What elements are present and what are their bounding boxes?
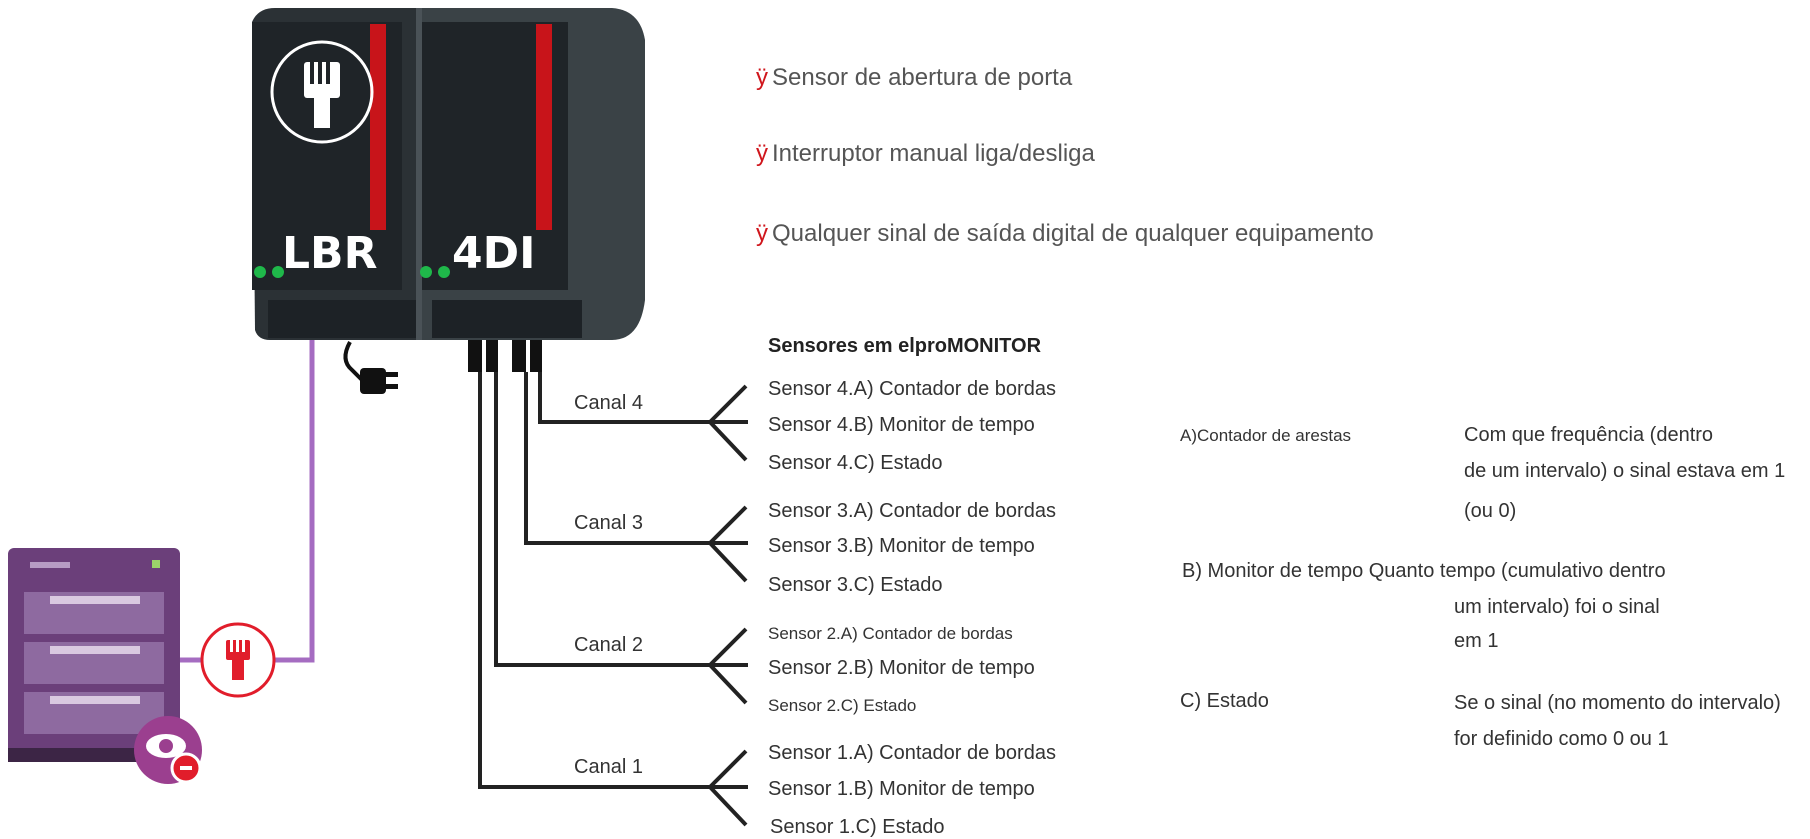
di-device xyxy=(416,8,645,340)
definition-c-desc: Se o sinal (no momento do intervalo) xyxy=(1454,692,1781,714)
bullet-marker: ÿ xyxy=(756,64,768,91)
sensor-label: Sensor 2.B) Monitor de tempo xyxy=(768,657,1035,679)
definition-b-term: B) Monitor de tempo Quanto tempo (cumula… xyxy=(1182,560,1666,582)
bullet-text: Qualquer sinal de saída digital de qualq… xyxy=(772,220,1374,247)
channel-label: Canal 1 xyxy=(574,756,643,778)
sensor-label: Sensor 4.B) Monitor de tempo xyxy=(768,414,1035,436)
channel-label: Canal 3 xyxy=(574,512,643,534)
sensor-label: Sensor 1.C) Estado xyxy=(770,816,945,838)
comb-badge-icon xyxy=(200,622,276,698)
status-leds xyxy=(254,266,450,278)
sensor-label: Sensor 3.B) Monitor de tempo xyxy=(768,535,1035,557)
network-cable xyxy=(175,340,315,663)
bullet-marker: ÿ xyxy=(756,220,768,247)
bullet-text: Sensor de abertura de porta xyxy=(772,64,1073,91)
sensor-label: Sensor 2.C) Estado xyxy=(768,696,917,715)
channel-label: Canal 4 xyxy=(574,392,643,414)
lbr-label: LBR xyxy=(282,228,378,279)
sensor-label: Sensor 3.A) Contador de bordas xyxy=(768,500,1056,522)
definition-c-desc: for definido como 0 ou 1 xyxy=(1454,728,1669,750)
channel-wires xyxy=(478,372,748,827)
plug-icon xyxy=(343,341,398,394)
definition-b-desc: em 1 xyxy=(1454,630,1499,652)
definition-a-desc: (ou 0) xyxy=(1464,500,1517,522)
io-connectors xyxy=(468,340,542,372)
sensor-label: Sensor 1.B) Monitor de tempo xyxy=(768,778,1035,800)
4di-label: 4DI xyxy=(452,228,536,279)
sensors-header: Sensores em elproMONITOR xyxy=(768,335,1042,357)
sensor-label: Sensor 4.C) Estado xyxy=(768,452,943,474)
definition-a-desc: de um intervalo) o sinal estava em 1 xyxy=(1464,460,1786,482)
definition-c-term: C) Estado xyxy=(1180,690,1269,712)
comb-icon xyxy=(270,40,374,144)
channel-label: Canal 2 xyxy=(574,634,643,656)
definition-a-desc: Com que frequência (dentro xyxy=(1464,424,1714,446)
sensor-label: Sensor 3.C) Estado xyxy=(768,574,943,596)
eye-logo-icon xyxy=(134,716,202,784)
lbr-device xyxy=(252,8,420,340)
bullet-text: Interruptor manual liga/desliga xyxy=(772,140,1095,167)
bullet-marker: ÿ xyxy=(756,140,768,167)
sensor-label: Sensor 2.A) Contador de bordas xyxy=(768,624,1013,643)
sensor-label: Sensor 4.A) Contador de bordas xyxy=(768,378,1056,400)
definition-b-desc: um intervalo) foi o sinal xyxy=(1454,596,1660,618)
server-icon xyxy=(8,548,180,762)
definition-a-term: A)Contador de arestas xyxy=(1180,426,1352,445)
sensor-label: Sensor 1.A) Contador de bordas xyxy=(768,742,1056,764)
